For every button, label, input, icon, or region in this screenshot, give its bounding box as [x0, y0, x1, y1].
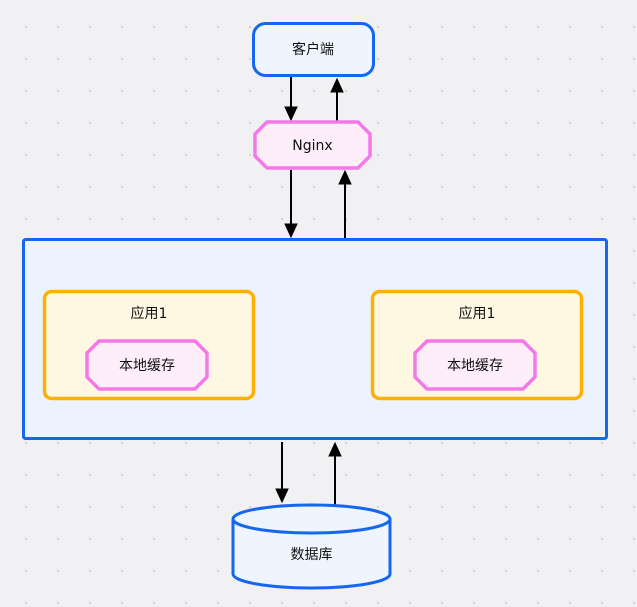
nginx-box[interactable]: [253, 120, 372, 170]
arrowhead-up-icon: [330, 77, 344, 93]
arrowhead-down-icon: [275, 488, 289, 504]
database-cylinder-lid: [231, 518, 392, 535]
edge-cluster-to-nginx[interactable]: [338, 169, 352, 238]
cache2-label: 本地缓存: [447, 358, 503, 374]
app1-label: 应用1: [131, 305, 168, 322]
edge-nginx-to-client[interactable]: [330, 77, 344, 121]
node-app-1[interactable]: 应用1 本地缓存: [42, 289, 256, 401]
arrowhead-up-icon: [338, 169, 352, 185]
client-label: 客户端: [292, 41, 334, 58]
edge-client-to-nginx[interactable]: [284, 77, 298, 122]
node-client[interactable]: 客户端: [252, 22, 375, 77]
edge-nginx-to-cluster[interactable]: [284, 170, 298, 239]
node-local-cache-2[interactable]: 本地缓存: [413, 339, 537, 391]
app2-label: 应用1: [459, 305, 496, 322]
database-label: 数据库: [291, 547, 333, 563]
node-database[interactable]: 数据库: [231, 503, 392, 590]
node-local-cache-1[interactable]: 本地缓存: [85, 339, 209, 391]
arrowhead-up-icon: [328, 441, 342, 457]
node-nginx[interactable]: Nginx: [253, 120, 372, 170]
database-cylinder-body[interactable]: [231, 503, 392, 590]
arrowhead-down-icon: [284, 106, 298, 122]
node-app-2[interactable]: 应用1 本地缓存: [370, 289, 584, 401]
nginx-label: Nginx: [292, 138, 332, 154]
cache2-box[interactable]: [413, 339, 537, 391]
arrowhead-down-icon: [284, 223, 298, 239]
client-box[interactable]: [252, 22, 375, 77]
edge-database-to-cluster[interactable]: [328, 441, 342, 505]
cache1-label: 本地缓存: [119, 358, 175, 374]
edge-cluster-to-database[interactable]: [275, 442, 289, 504]
node-app-cluster[interactable]: 应用1 本地缓存 应用1 本地缓存: [22, 238, 608, 440]
cache1-box[interactable]: [85, 339, 209, 391]
